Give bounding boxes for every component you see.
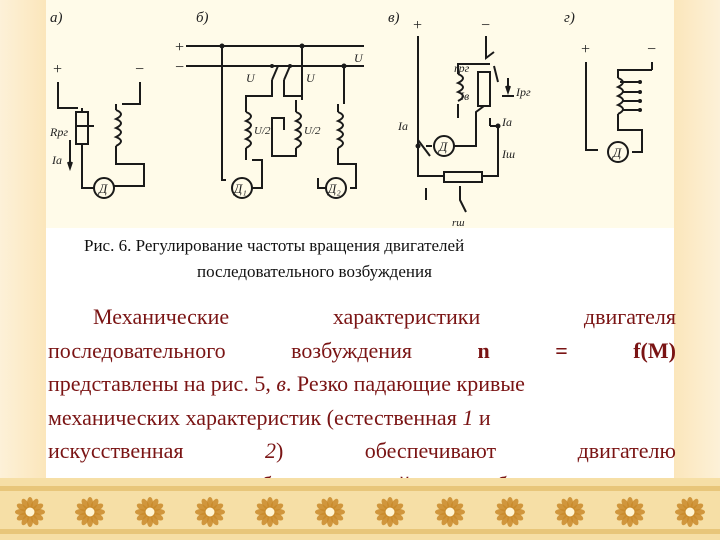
flower-ornament-icon xyxy=(435,497,465,527)
motor-label-d2: Д₂ xyxy=(326,181,341,196)
label-rsh: rш xyxy=(452,217,465,228)
label-u-2: U xyxy=(306,71,316,85)
paragraph-line-3-text: представлены на рис. 5, в. Резко падающи… xyxy=(48,367,525,401)
paragraph-line-4-text: механических характеристик (естественная… xyxy=(48,401,491,435)
flower-ornament-icon xyxy=(255,497,285,527)
word: искусственная xyxy=(48,438,184,463)
panel-label-b: б) xyxy=(196,10,209,26)
flower-ornament-icon xyxy=(15,497,45,527)
label-rrg: Rрг xyxy=(49,125,68,139)
paragraph-line-5: искусственная 2) обеспечивают двигателю xyxy=(48,434,676,468)
flower-ornament-icon xyxy=(555,497,585,527)
minus-a: − xyxy=(134,61,145,78)
motor-label-c: Д xyxy=(437,139,448,154)
caption-line-1: Рис. 6. Регулирование частоты вращения д… xyxy=(84,236,465,255)
motor-label-a: Д xyxy=(97,181,108,196)
flower-ornament-icon xyxy=(675,497,705,527)
label-ia-c: Iа xyxy=(397,119,408,133)
figure-ref-italic: в xyxy=(276,371,286,396)
label-ia: Iа xyxy=(51,153,62,167)
word: возбуждения xyxy=(291,337,412,363)
minus-c: − xyxy=(480,17,491,34)
formula-n: n xyxy=(477,337,490,363)
text-part: механических характеристик (естественная xyxy=(48,404,463,430)
word: характеристики xyxy=(332,304,481,329)
plus-d: + xyxy=(580,41,591,58)
plus-b: + xyxy=(174,39,185,56)
plus-a: + xyxy=(52,61,63,78)
paragraph-line-1: Механические характеристики двигателя xyxy=(48,300,676,334)
label-rrg-small: rрг xyxy=(454,61,470,75)
panel-label-a: а) xyxy=(50,10,63,26)
text-part: представлены на рис. 5, xyxy=(48,371,277,396)
panel-label-c: в) xyxy=(388,10,400,26)
border-strip-top xyxy=(0,486,720,491)
label-u-3: U xyxy=(354,51,364,65)
formula-equals: = xyxy=(555,337,568,363)
description-paragraph: Механические характеристики двигателя по… xyxy=(48,300,676,501)
circuit-figure: а) б) в) г) + − + − + − + − Rрг Iа Д Д₁ … xyxy=(46,0,674,228)
diagram-c xyxy=(417,36,514,213)
label-irg: Iрг xyxy=(515,85,531,99)
word: последовательного xyxy=(48,337,226,363)
motor-label-g: Д xyxy=(611,145,622,160)
formula-fm: f(M) xyxy=(633,337,676,363)
label-u-half-2: U/2 xyxy=(304,125,321,137)
circuit-diagrams: а) б) в) г) + − + − + − + − Rрг Iа Д Д₁ … xyxy=(49,10,657,228)
paragraph-line-2: последовательного возбуждения n = f(M) xyxy=(48,334,676,368)
label-ia-c2: Iа xyxy=(501,115,512,129)
flower-ornament-icon xyxy=(495,497,525,527)
text-part: . Резко падающие кривые xyxy=(285,371,525,396)
panel-label-d: г) xyxy=(564,10,575,26)
ornamental-border xyxy=(0,478,720,540)
flower-ornament-icon xyxy=(375,497,405,527)
diagram-a xyxy=(57,82,145,199)
border-strip-bottom xyxy=(0,529,720,534)
word: двигателю xyxy=(577,438,676,463)
word: обеспечивают xyxy=(364,438,497,463)
left-decor-panel xyxy=(0,0,46,490)
text-part: и xyxy=(473,404,491,430)
caption-line-2: последовательного возбуждения xyxy=(197,262,432,281)
label-u-1: U xyxy=(246,71,256,85)
word: Механические xyxy=(93,304,230,329)
flower-ornament-icon xyxy=(75,497,105,527)
label-u-half-1: U/2 xyxy=(254,125,271,137)
plus-c: + xyxy=(412,17,423,34)
paragraph-line-3: представлены на рис. 5, в. Резко падающи… xyxy=(48,367,676,401)
right-decor-panel xyxy=(674,0,720,490)
curve-2: 2) xyxy=(264,438,284,463)
motor-label-d1: Д₁ xyxy=(232,181,247,196)
label-ish: Iш xyxy=(501,147,515,161)
label-iv: Iв xyxy=(459,89,469,103)
diagram-b xyxy=(186,45,364,199)
word: двигателя xyxy=(583,304,676,329)
paragraph-line-4: механических характеристик (естественная… xyxy=(48,401,676,435)
flower-ornaments xyxy=(15,497,705,527)
minus-b: − xyxy=(174,59,185,76)
flower-ornament-icon xyxy=(195,497,225,527)
flower-ornament-icon xyxy=(615,497,645,527)
minus-d: − xyxy=(646,41,657,58)
flower-ornament-icon xyxy=(315,497,345,527)
flower-ornament-icon xyxy=(135,497,165,527)
diagram-d xyxy=(585,62,653,163)
curve-number-italic: 1 xyxy=(462,404,474,430)
